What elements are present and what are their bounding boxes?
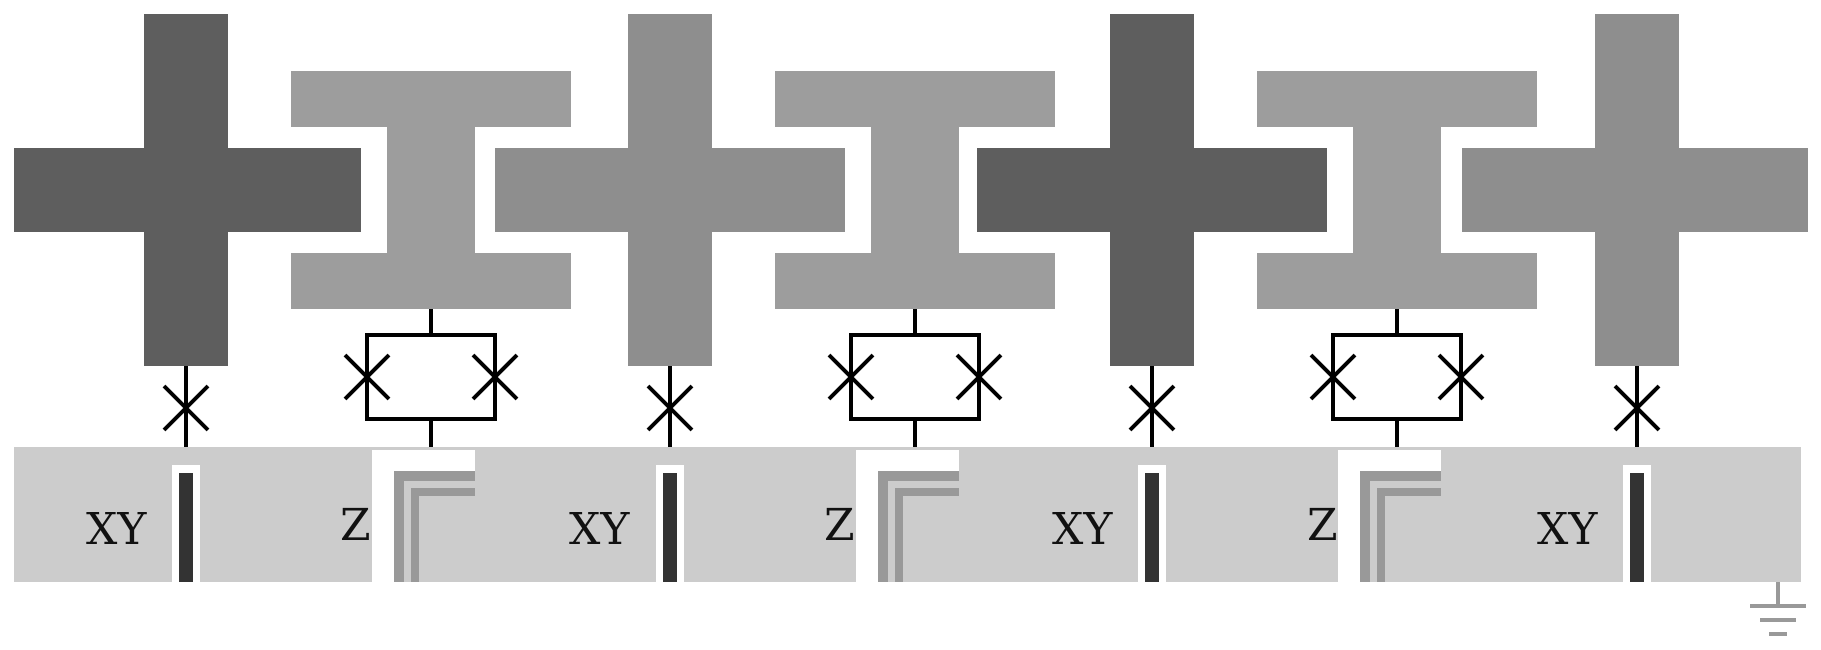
squid-loop xyxy=(365,333,497,421)
xy-control-line-1 xyxy=(172,465,200,582)
ground-icon xyxy=(1750,582,1806,636)
coupler-stem xyxy=(871,125,959,259)
coupler-bottom-bar xyxy=(1257,253,1537,309)
junction-icon xyxy=(955,353,1003,401)
junction-icon xyxy=(1437,353,1485,401)
z-label-c1: Z xyxy=(340,500,371,551)
qubit-horizontal-arm xyxy=(1462,148,1808,232)
coupler-stem xyxy=(1353,125,1441,259)
squid-loop xyxy=(1331,333,1463,421)
coupler-2 xyxy=(775,71,1055,309)
qubit-horizontal-arm xyxy=(977,148,1327,232)
junction-icon xyxy=(827,353,875,401)
xy-label-q1: XY xyxy=(86,504,147,555)
xy-label-q3: XY xyxy=(1052,504,1113,555)
coupler-bottom-bar xyxy=(775,253,1055,309)
z-control-line-2 xyxy=(856,450,959,582)
z-label-c2: Z xyxy=(824,500,855,551)
squid-2 xyxy=(827,309,1003,447)
junction-icon xyxy=(1309,353,1357,401)
junction-icon xyxy=(1128,384,1176,432)
qubit-horizontal-arm xyxy=(14,148,361,232)
xy-label-q4: XY xyxy=(1537,504,1598,555)
junction-icon xyxy=(162,384,210,432)
qubit-2 xyxy=(495,14,845,366)
qubit-1 xyxy=(14,14,361,366)
z-control-line-3 xyxy=(1338,450,1441,582)
junction-icon xyxy=(471,353,519,401)
xy-label-q2: XY xyxy=(569,504,630,555)
coupler-bottom-bar xyxy=(291,253,571,309)
qubit-4 xyxy=(1462,14,1808,366)
xy-control-line-2 xyxy=(656,465,684,582)
squid-1 xyxy=(343,309,519,447)
coupler-1 xyxy=(291,71,571,309)
squid-3 xyxy=(1309,309,1485,447)
coupler-top-bar xyxy=(1257,71,1537,127)
qubit-horizontal-arm xyxy=(495,148,845,232)
xy-control-line-4 xyxy=(1623,465,1651,582)
qubit-group xyxy=(14,14,1808,366)
coupler-top-bar xyxy=(291,71,571,127)
junction-icon xyxy=(343,353,391,401)
squid-loop xyxy=(849,333,981,421)
z-label-c3: Z xyxy=(1307,500,1338,551)
xy-control-line-3 xyxy=(1138,465,1166,582)
z-control-line-1 xyxy=(372,450,475,582)
qubit-3 xyxy=(977,14,1327,366)
coupler-group xyxy=(291,71,1537,309)
coupler-stem xyxy=(387,125,475,259)
junction-icon xyxy=(646,384,694,432)
coupler-top-bar xyxy=(775,71,1055,127)
coupler-3 xyxy=(1257,71,1537,309)
control-lines xyxy=(172,450,1651,582)
junction-icon xyxy=(1613,384,1661,432)
junction-wiring xyxy=(162,309,1661,447)
